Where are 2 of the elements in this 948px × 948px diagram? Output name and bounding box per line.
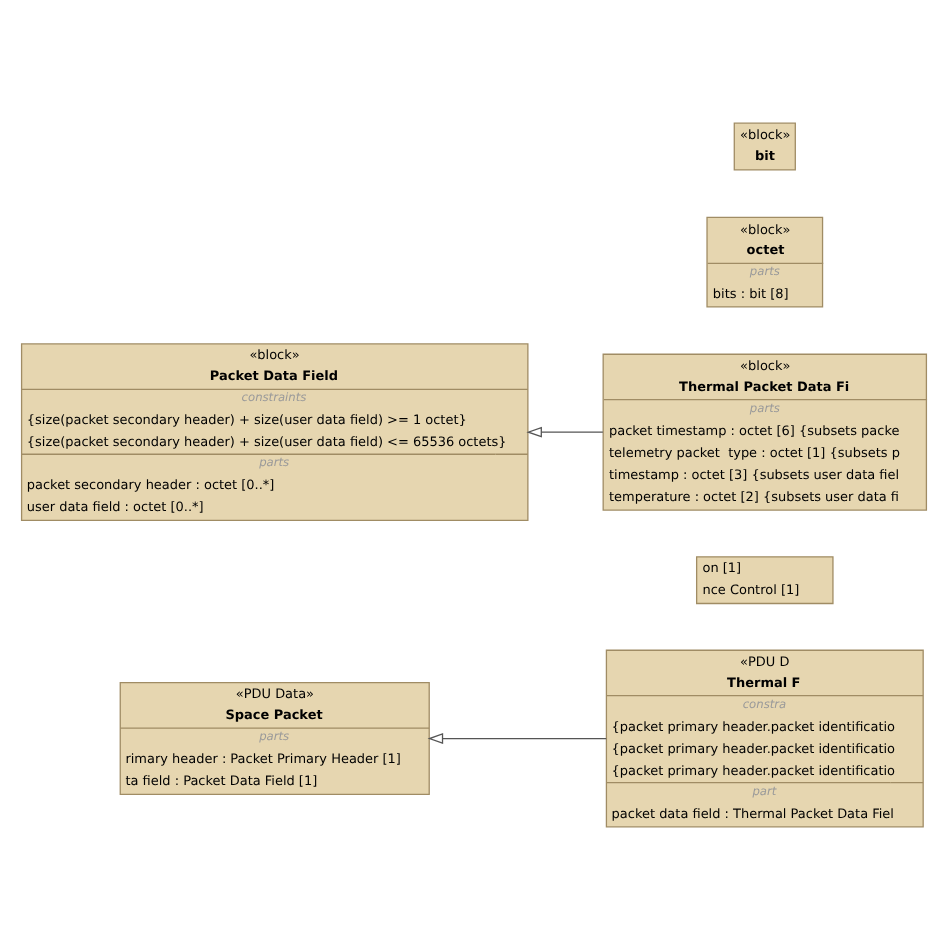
arrow — [526, 425, 604, 437]
arrow — [427, 732, 607, 743]
